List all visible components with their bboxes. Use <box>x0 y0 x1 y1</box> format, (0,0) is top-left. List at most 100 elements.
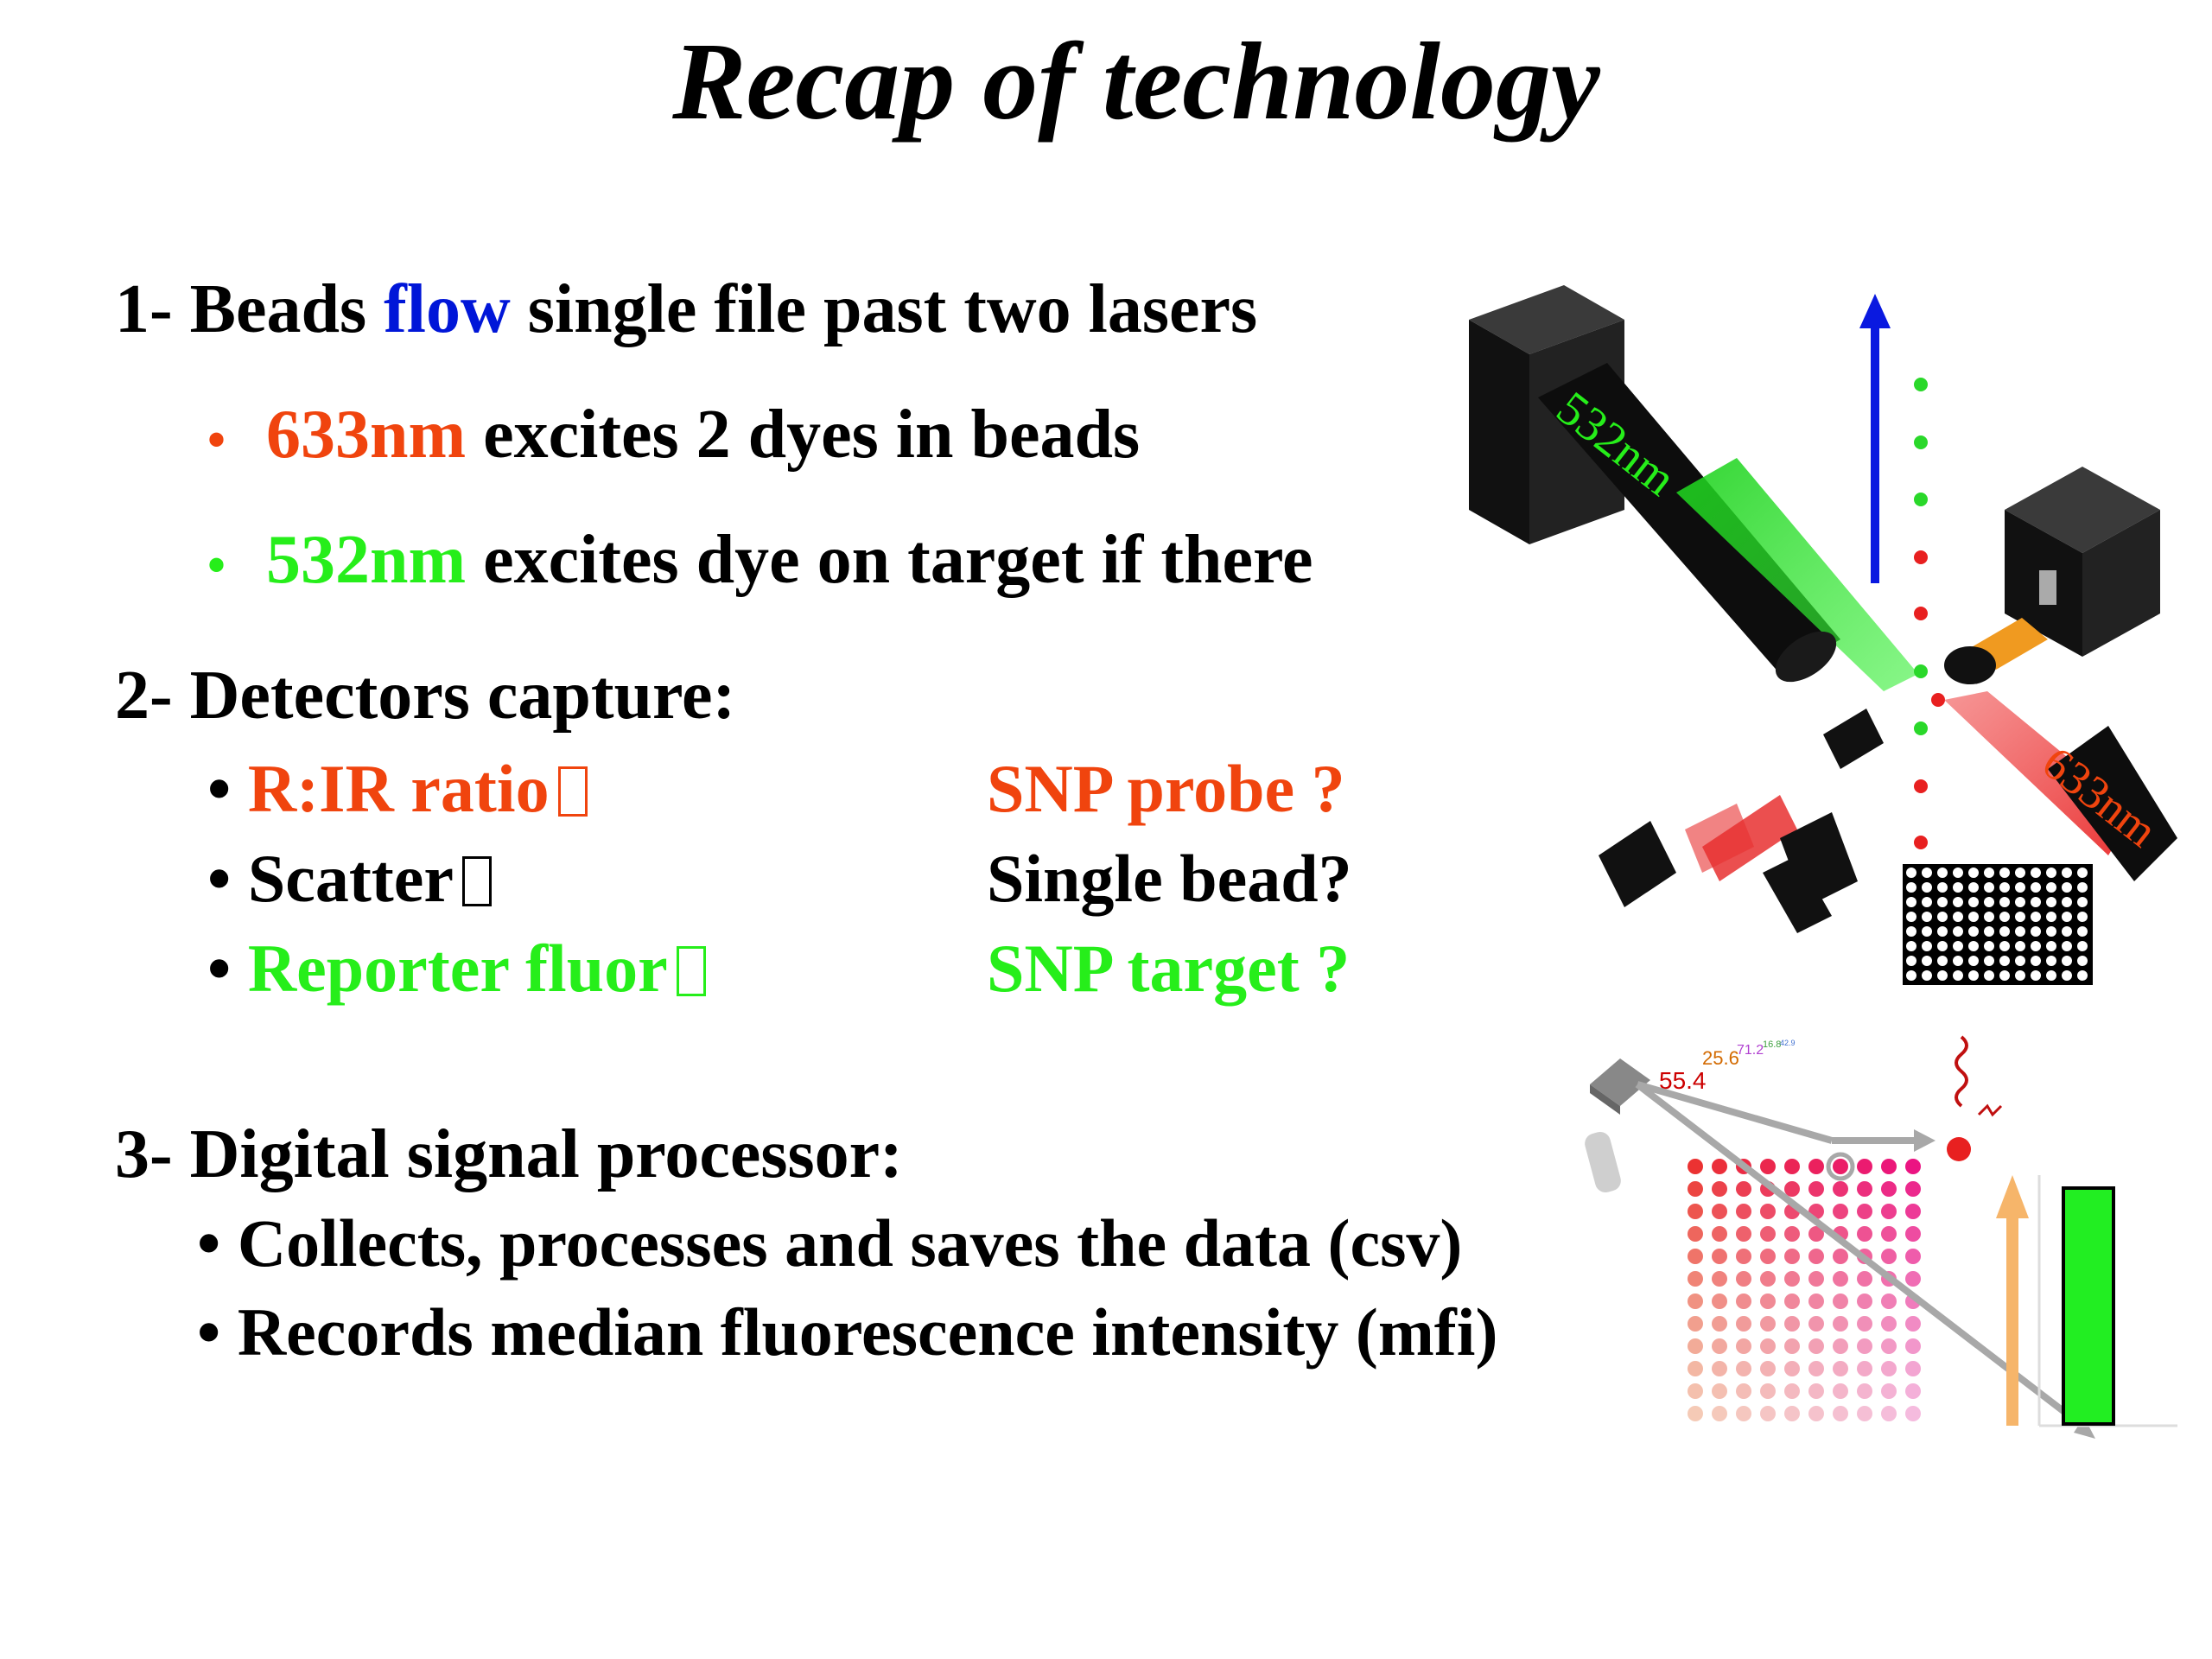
well <box>1953 897 1963 907</box>
bead-dot <box>1736 1181 1751 1197</box>
well <box>1999 912 2010 922</box>
well <box>1906 897 1916 907</box>
dsp-bullet-records-text: Records median fluorescence intensity (m… <box>237 1294 1498 1370</box>
well <box>2062 956 2072 966</box>
bead-dot <box>1688 1338 1703 1354</box>
well <box>2046 926 2056 937</box>
item2-heading: 2- Detectors capture: <box>115 658 736 734</box>
well <box>1922 868 1932 878</box>
bead-dot <box>1833 1338 1848 1354</box>
well <box>2046 970 2056 981</box>
dsp-bullet-collects: • Collects, processes and saves the data… <box>197 1210 1462 1277</box>
well <box>1953 912 1963 922</box>
bead-dot <box>1784 1383 1800 1399</box>
well <box>1937 897 1948 907</box>
bead-dot <box>1905 1181 1921 1197</box>
bead-dot <box>1760 1159 1776 1174</box>
bead-dot <box>1833 1204 1848 1219</box>
well <box>1953 926 1963 937</box>
bead-dot <box>1905 1338 1921 1354</box>
bead-dot <box>1857 1361 1872 1376</box>
mfi-bar <box>2062 1186 2115 1426</box>
detector-reporter-meaning: SNP target ? <box>987 931 1351 1006</box>
bead-dot <box>1688 1271 1703 1287</box>
well <box>1906 941 1916 951</box>
well <box>1937 941 1948 951</box>
bead-dot <box>1760 1294 1776 1309</box>
well <box>1999 897 2010 907</box>
bead-dot <box>1760 1316 1776 1332</box>
well <box>1922 882 1932 893</box>
bead-dot <box>1881 1406 1897 1421</box>
bead-dot <box>1784 1406 1800 1421</box>
flow-arrow-head <box>1859 294 1891 328</box>
well <box>2031 926 2041 937</box>
well <box>1999 970 2010 981</box>
well <box>1999 956 2010 966</box>
well <box>1922 912 1932 922</box>
detector-rir-meaning: SNP probe ? <box>987 751 1345 826</box>
well <box>1999 926 2010 937</box>
well <box>2046 897 2056 907</box>
well <box>2015 868 2025 878</box>
bead-dot <box>1688 1159 1703 1174</box>
detector-housing <box>1944 467 2160 684</box>
bullet-dot: • <box>207 841 232 916</box>
bead-dot <box>1905 1159 1921 1174</box>
item1-suffix: single file past two lasers <box>510 271 1258 347</box>
well <box>1984 941 1994 951</box>
dsp-bullet-collects-text: Collects, processes and saves the data (… <box>237 1205 1463 1281</box>
well <box>2046 941 2056 951</box>
well <box>1968 897 1979 907</box>
bead-dot <box>1712 1294 1727 1309</box>
well <box>1984 868 1994 878</box>
well <box>1953 956 1963 966</box>
well <box>2077 882 2088 893</box>
well <box>1922 941 1932 951</box>
well <box>2031 941 2041 951</box>
bead-dot <box>1784 1226 1800 1242</box>
well <box>1937 882 1948 893</box>
bead-dot <box>1808 1316 1824 1332</box>
bead-dot <box>1808 1249 1824 1264</box>
bead-dot <box>1881 1226 1897 1242</box>
bead-dot <box>1736 1406 1751 1421</box>
well <box>1984 882 1994 893</box>
bead-dot <box>1808 1181 1824 1197</box>
value-label: 25.6 <box>1702 1047 1739 1069</box>
bead-dot <box>1881 1361 1897 1376</box>
well <box>2062 897 2072 907</box>
bead-dot <box>1857 1226 1872 1242</box>
bead-dot <box>1712 1271 1727 1287</box>
bead-dot <box>1712 1316 1727 1332</box>
detector-scatter-label: Scatter <box>247 841 454 916</box>
well <box>2046 868 2056 878</box>
bullet-633nm-keyword: 633nm <box>266 397 467 473</box>
bead-dot <box>1688 1361 1703 1376</box>
bead-dot <box>1712 1226 1727 1242</box>
bead-dot <box>1833 1361 1848 1376</box>
bead-dot <box>1857 1271 1872 1287</box>
well <box>1906 912 1916 922</box>
well <box>1922 897 1932 907</box>
bead-dot <box>1712 1383 1727 1399</box>
well <box>1953 970 1963 981</box>
bead-dot <box>1712 1159 1727 1174</box>
well <box>1953 941 1963 951</box>
item3-heading: 3- Digital signal processor: <box>115 1116 903 1192</box>
well <box>2077 941 2088 951</box>
checkbox-icon <box>462 856 493 906</box>
bead-dot <box>1857 1406 1872 1421</box>
bead-dot <box>1881 1249 1897 1264</box>
bead-dot <box>1808 1271 1824 1287</box>
bead-dot <box>1760 1361 1776 1376</box>
bullet-633nm-text: excites 2 dyes in beads <box>466 397 1141 473</box>
bead-dot <box>1833 1316 1848 1332</box>
bead-dot <box>1688 1181 1703 1197</box>
bead-dot <box>1808 1383 1824 1399</box>
bead-dot <box>1857 1338 1872 1354</box>
bead-dot <box>1784 1271 1800 1287</box>
bead-dot <box>1905 1204 1921 1219</box>
bead-dot <box>1808 1294 1824 1309</box>
well <box>2015 926 2025 937</box>
